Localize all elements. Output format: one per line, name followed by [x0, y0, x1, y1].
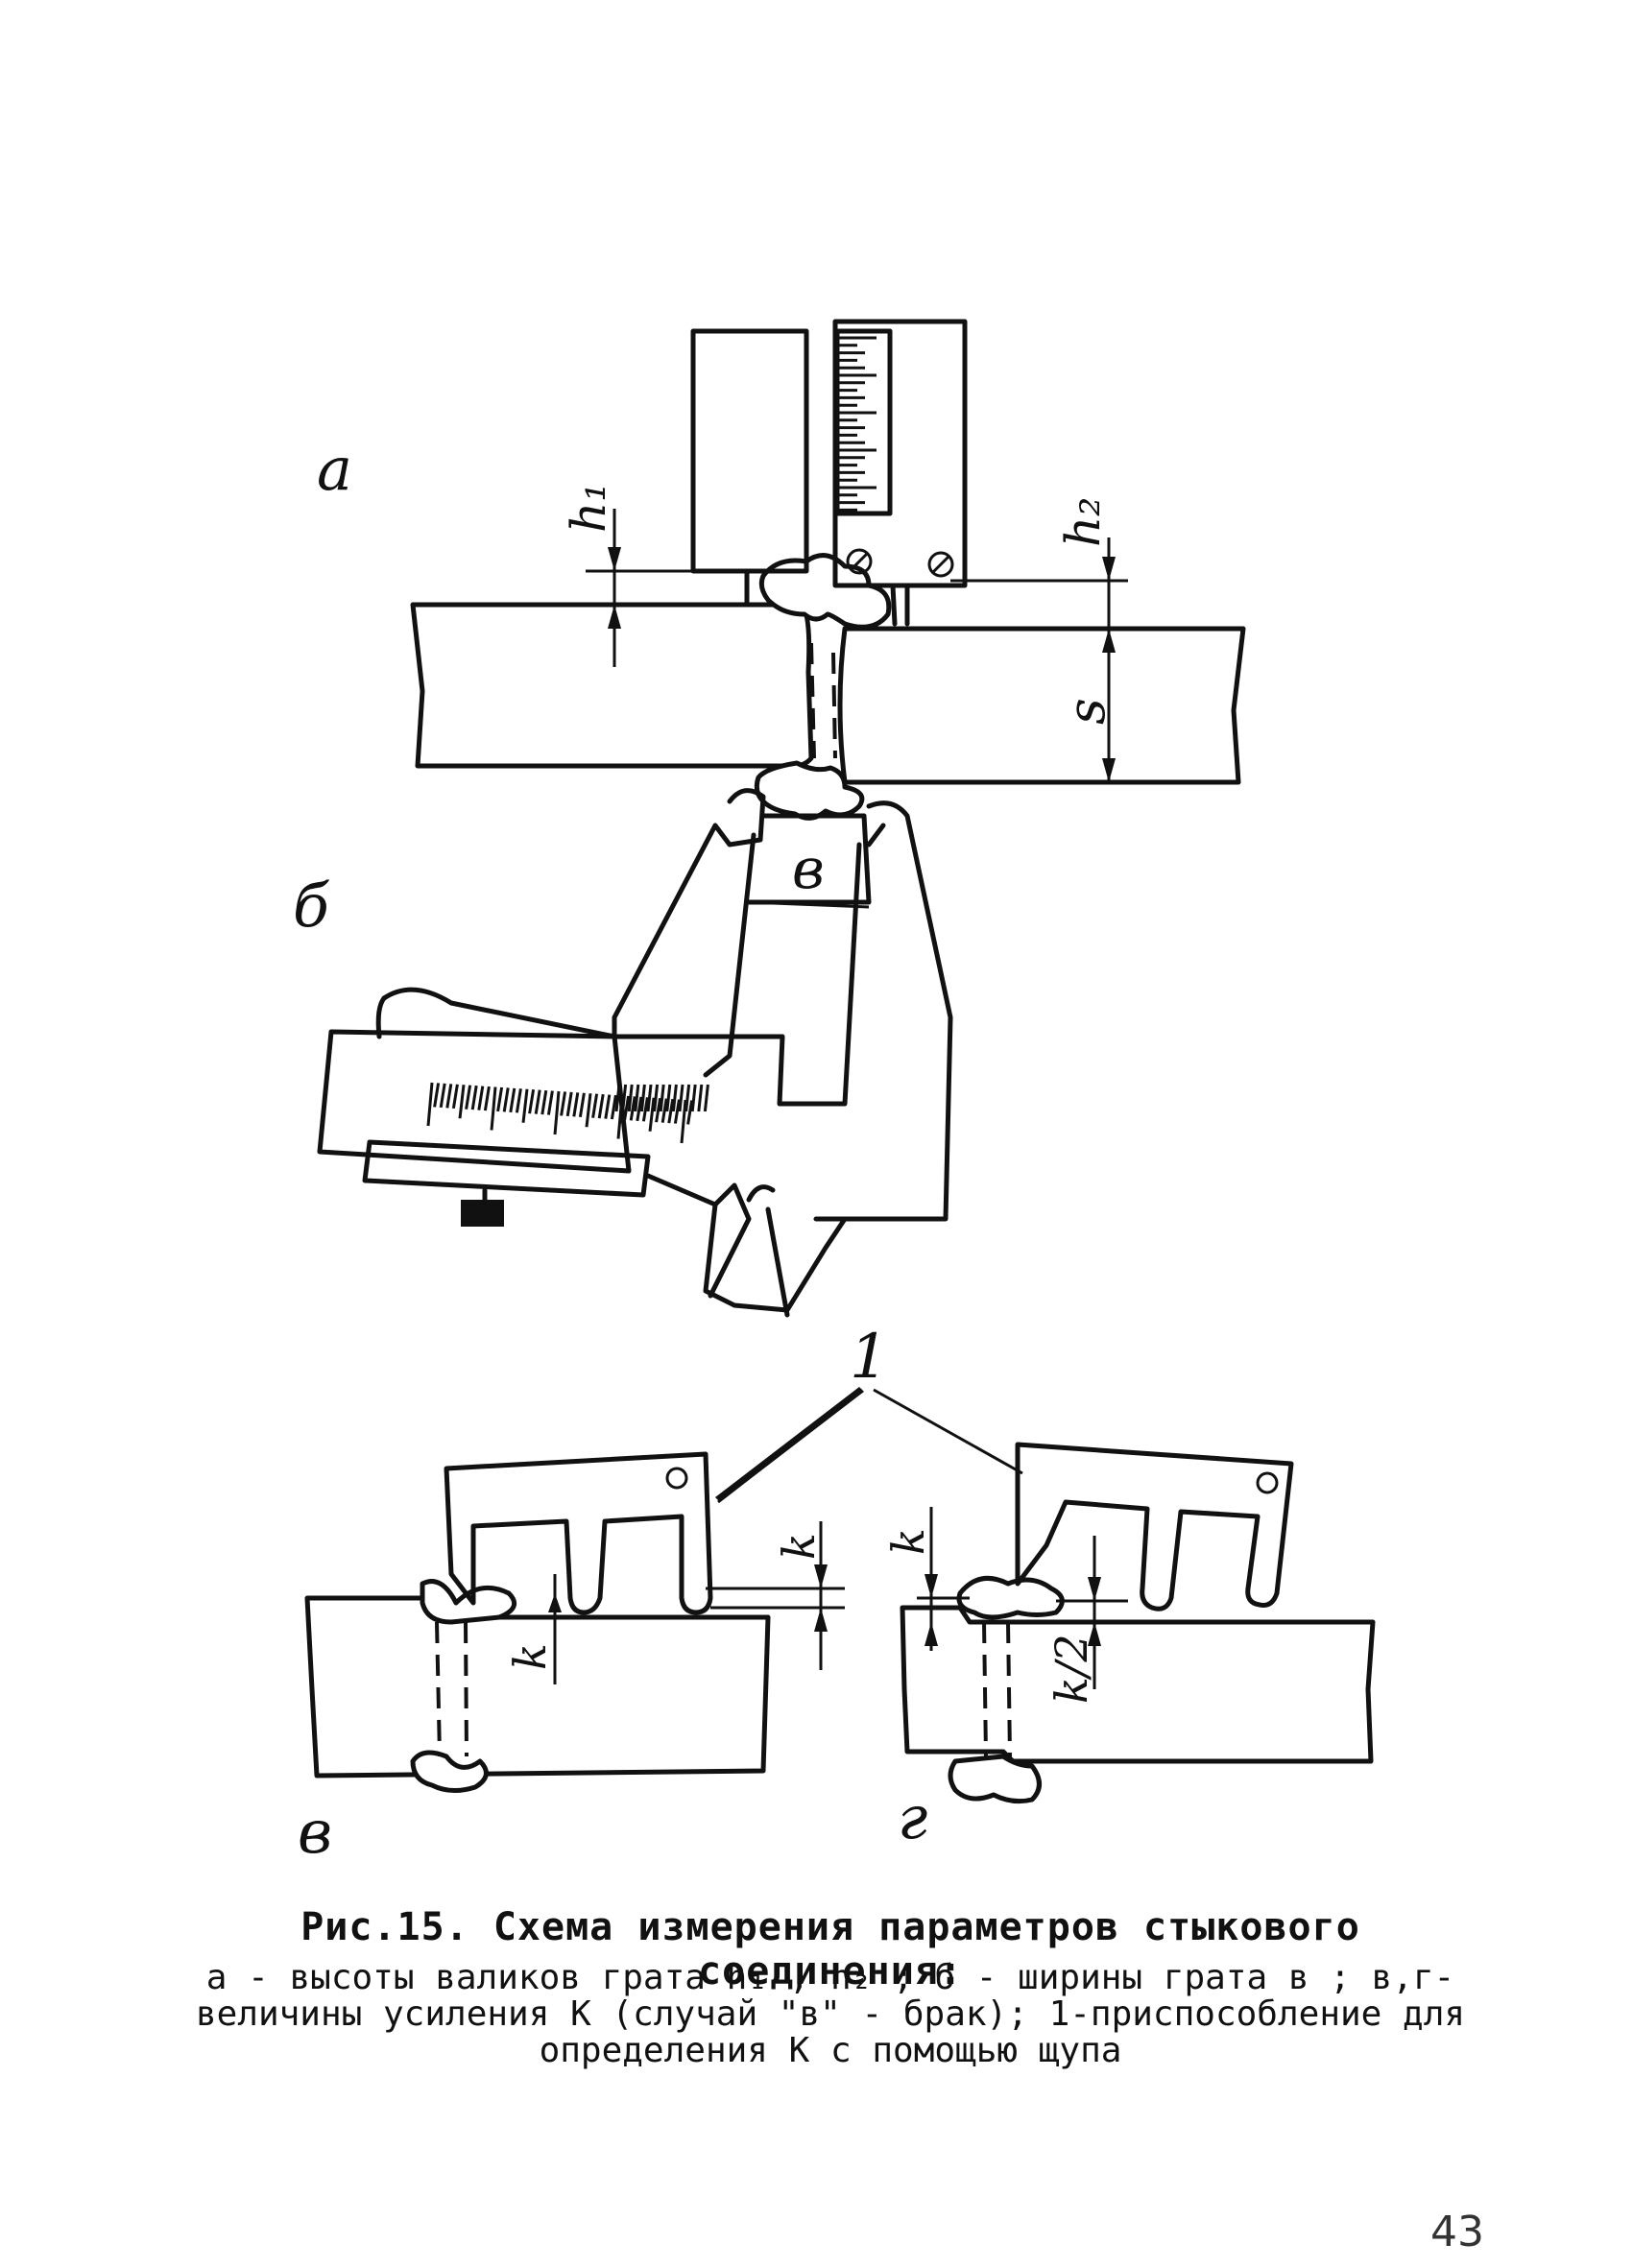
scale-tick	[521, 1088, 529, 1123]
label-k-g: k	[882, 1528, 934, 1555]
scale-tick	[686, 1100, 694, 1125]
scale-tick	[623, 1095, 631, 1121]
label-h2: h₂	[1055, 497, 1111, 547]
figure-caption-line-3: определения К с помощью щупа	[539, 2031, 1122, 2070]
part-g-reinforcement	[900, 1442, 1376, 1804]
scale-tick	[496, 1086, 504, 1112]
scale-tick	[660, 1098, 668, 1123]
scale-ticks-a	[838, 336, 877, 512]
scale-tick	[528, 1088, 536, 1114]
scale-tick	[572, 1092, 580, 1117]
scale-tick	[653, 1084, 660, 1112]
scale-tick	[515, 1088, 522, 1113]
figure-caption-line-1: а - высоты валиков грата h₁ , h₂ ; б - ш…	[205, 1958, 1455, 1997]
scale-tick	[655, 1097, 662, 1123]
label-part-v: в	[298, 1797, 332, 1867]
scale-tick	[684, 1084, 691, 1112]
part-a-height-gauge	[410, 319, 1246, 821]
scale-tick	[665, 1084, 672, 1112]
label-width-b: в	[792, 836, 825, 901]
scale-tick	[540, 1089, 548, 1115]
scale-tick	[614, 1084, 621, 1112]
scale-tick	[490, 1086, 497, 1131]
label-s: s	[1056, 698, 1117, 725]
page-number: 43	[1430, 2208, 1484, 2256]
scale-tick	[578, 1092, 586, 1118]
label-k-half-g: k/2	[1045, 1634, 1097, 1704]
scale-tick	[477, 1086, 485, 1110]
figure-caption-title: Рис.15. Схема измерения параметров стыко…	[300, 1905, 1360, 1993]
scale-tick	[636, 1096, 643, 1122]
label-k-v-seam: k	[504, 1643, 556, 1670]
scale-tick	[565, 1091, 573, 1117]
scale-tick	[439, 1083, 446, 1109]
scale-tick	[667, 1098, 675, 1124]
label-part-a: а	[317, 434, 352, 504]
scale-tick	[445, 1084, 453, 1109]
scale-tick	[697, 1084, 704, 1112]
scale-tick	[585, 1093, 592, 1128]
label-fixture-1: 1	[850, 1322, 889, 1393]
scale-tick	[553, 1090, 561, 1135]
scale-tick	[610, 1094, 617, 1120]
scale-tick	[648, 1097, 656, 1132]
scale-tick	[646, 1084, 653, 1112]
scale-tick	[690, 1084, 697, 1112]
scale-tick	[433, 1083, 441, 1108]
part-b-caliper	[317, 788, 953, 1318]
label-part-b: б	[293, 871, 330, 941]
scale-tick	[659, 1084, 665, 1112]
scale-tick	[673, 1099, 681, 1124]
scale-tick	[502, 1087, 510, 1112]
scale-ticks-b	[426, 1082, 709, 1144]
scale-tick	[621, 1084, 628, 1112]
scale-tick	[458, 1085, 466, 1119]
scale-tick	[678, 1084, 684, 1112]
scale-tick	[546, 1090, 554, 1115]
fixture-leader-lines	[715, 1387, 1023, 1504]
scale-tick	[629, 1096, 636, 1121]
scale-tick	[597, 1093, 605, 1119]
scale-tick	[483, 1086, 491, 1111]
label-part-g: г	[898, 1782, 927, 1852]
scale-tick	[604, 1094, 612, 1119]
label-h1: h₁	[561, 483, 616, 533]
label-k-v-right: k	[773, 1533, 825, 1560]
scale-tick	[641, 1097, 649, 1122]
scale-tick	[639, 1084, 646, 1112]
scale-tick	[465, 1085, 472, 1110]
scale-tick	[634, 1084, 640, 1112]
part-v-reinforcement	[304, 1451, 845, 1793]
scale-tick	[470, 1085, 478, 1110]
figure-caption-line-2: величины усиления К (случай "в" - брак);…	[195, 1994, 1466, 2034]
scale-tick	[616, 1095, 624, 1139]
scale-tick	[680, 1099, 687, 1144]
scale-tick	[509, 1087, 516, 1113]
scale-tick	[627, 1084, 634, 1112]
scale-tick	[560, 1091, 567, 1116]
scale-tick	[534, 1089, 541, 1114]
scale-tick	[703, 1084, 709, 1112]
scale-tick	[671, 1084, 678, 1112]
scale-tick	[451, 1084, 459, 1110]
scale-tick	[426, 1082, 434, 1127]
scale-tick	[591, 1093, 599, 1118]
